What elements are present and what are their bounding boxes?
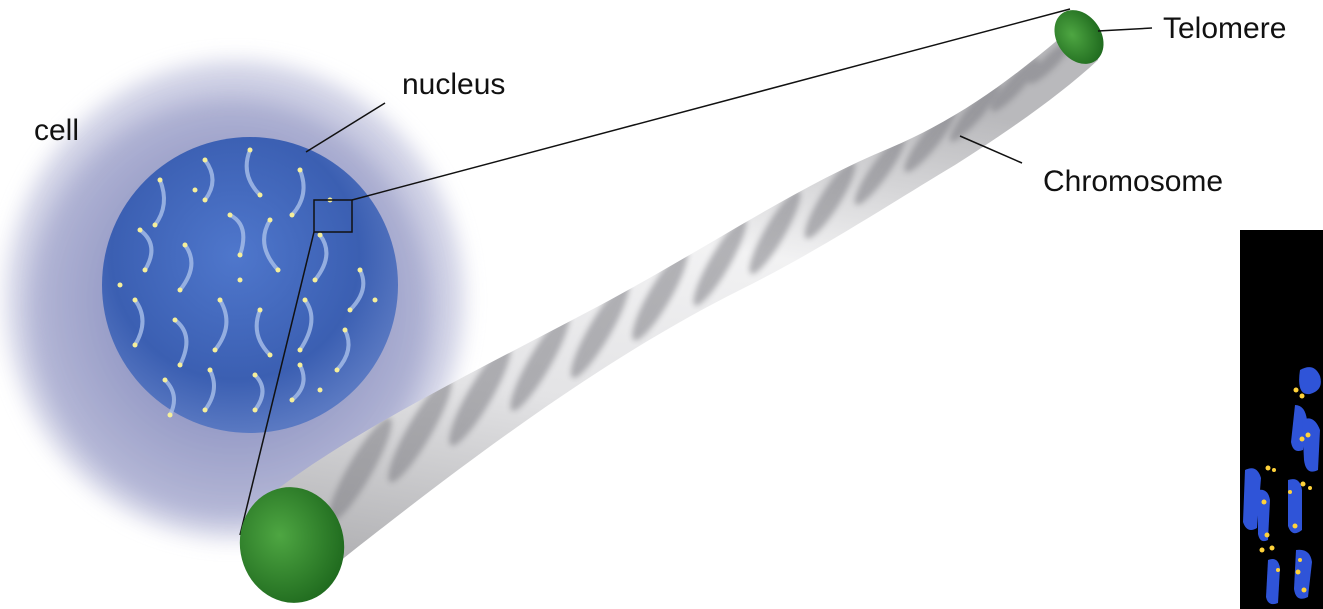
telomere-leader-line (1098, 28, 1152, 31)
telomere-label: Telomere (1163, 14, 1286, 44)
zoom-line-top (352, 9, 1070, 200)
cell-label: cell (34, 116, 79, 146)
chromosome-label: Chromosome (1043, 167, 1223, 197)
nucleus (102, 137, 398, 433)
micrograph-image (1240, 230, 1323, 609)
nucleus-label: nucleus (402, 70, 505, 100)
fluorescence-micrograph (1240, 230, 1323, 609)
